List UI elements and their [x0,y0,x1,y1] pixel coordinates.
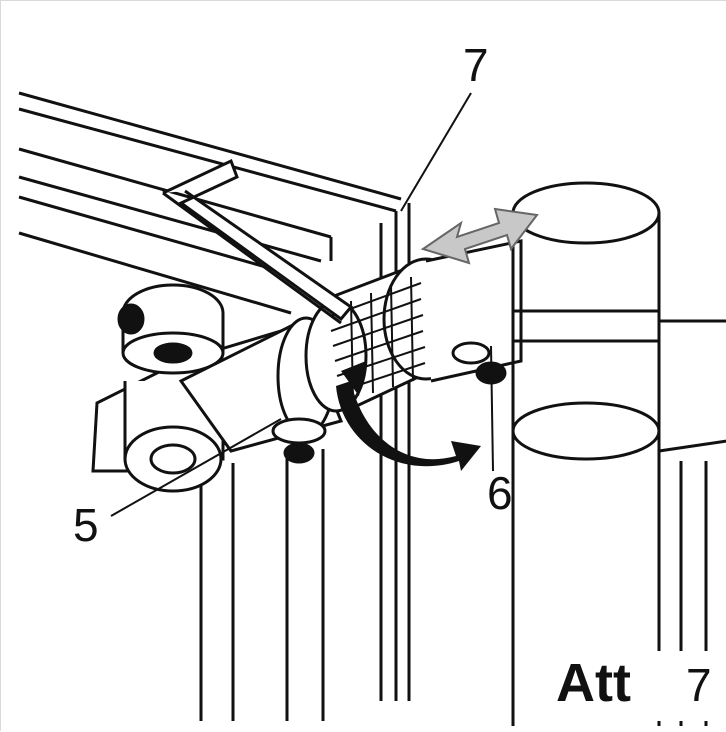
double-arrow [420,207,539,265]
left-vertical-post [199,449,325,721]
callout-6: 6 [487,467,513,519]
top-frame-rail [18,91,411,701]
figure-label: Att 7 [549,651,725,721]
screw-heads [271,417,327,464]
callout-7: 7 [463,39,489,91]
callout-5: 5 [73,499,99,551]
leader-lines [110,92,494,517]
figure-label-number: 7 [686,659,712,711]
right-post [511,181,726,726]
allen-key [162,158,354,325]
right-collar [425,239,523,385]
figure-label-prefix: Att [556,653,631,713]
rotation-arrow [336,361,481,471]
